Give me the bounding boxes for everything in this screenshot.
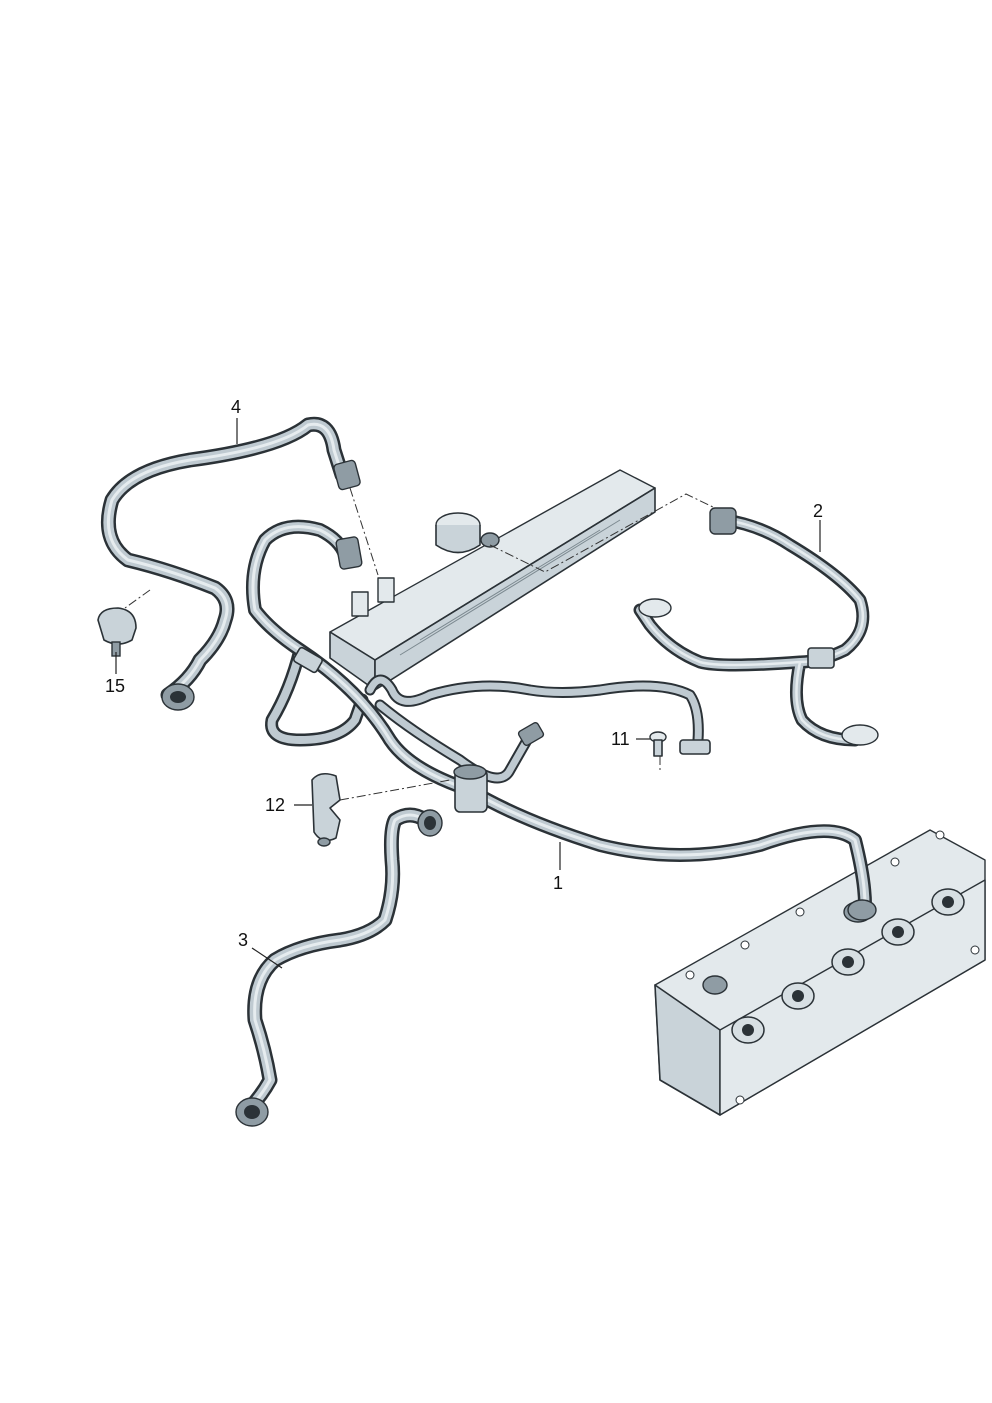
clip-12 bbox=[311, 772, 341, 847]
callout-12: 12 bbox=[265, 795, 286, 815]
callout-15: 15 bbox=[105, 676, 126, 696]
callout-3: 3 bbox=[238, 930, 249, 950]
clip-15 bbox=[97, 607, 137, 657]
screw-11 bbox=[649, 731, 667, 757]
hose-2 bbox=[640, 520, 863, 740]
valve-cover bbox=[654, 829, 986, 1116]
callout-11: 11 bbox=[611, 729, 630, 749]
callout-4: 4 bbox=[231, 397, 242, 417]
assembly-lines bbox=[124, 487, 716, 801]
leader-lines bbox=[115, 418, 821, 969]
callout-2: 2 bbox=[813, 501, 824, 521]
intake-manifold bbox=[329, 469, 656, 691]
hose-1 bbox=[253, 527, 865, 905]
callout-1: 1 bbox=[553, 873, 564, 893]
hose-end-fittings bbox=[161, 459, 879, 1127]
